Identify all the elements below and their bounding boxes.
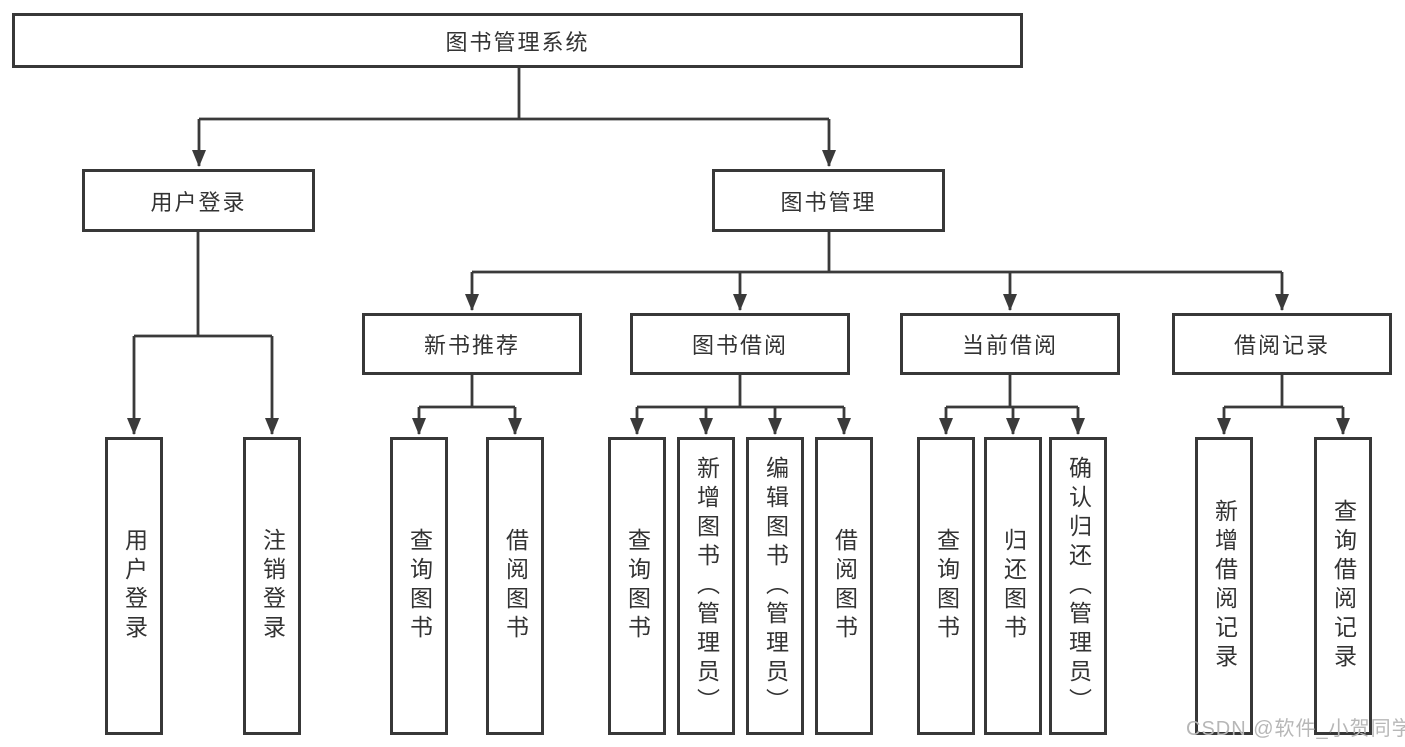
leaf-edit-book-admin: 编辑图书（管理员） <box>746 437 804 735</box>
leaf-borrow-book-2: 借阅图书 <box>815 437 873 735</box>
leaf-add-borrow-record: 新增借阅记录 <box>1195 437 1253 735</box>
node-root-label: 图书管理系统 <box>445 29 590 55</box>
connector-current-borrow-split <box>946 375 1078 409</box>
node-borrow-record-label: 借阅记录 <box>1233 333 1330 358</box>
node-borrow-record: 借阅记录 <box>1172 313 1392 375</box>
leaf-add-borrow-record-label: 新增借阅记录 <box>1211 499 1238 673</box>
leaf-user-login: 用户登录 <box>105 437 163 735</box>
node-current-borrow-label: 当前借阅 <box>961 333 1058 358</box>
connector-new-book-split <box>419 375 515 409</box>
leaf-return-book-label: 归还图书 <box>1000 528 1027 644</box>
node-new-book-rec-label: 新书推荐 <box>423 333 520 358</box>
node-user-login-label: 用户登录 <box>150 189 247 215</box>
node-book-mgmt: 图书管理 <box>712 169 945 232</box>
connector-user-login-split <box>134 232 272 338</box>
leaf-query-borrow-record: 查询借阅记录 <box>1314 437 1372 735</box>
leaf-query-book-3: 查询图书 <box>917 437 975 735</box>
leaf-query-book-3-label: 查询图书 <box>933 528 960 644</box>
leaf-logout: 注销登录 <box>243 437 301 735</box>
leaf-borrow-book-2-label: 借阅图书 <box>831 528 858 644</box>
leaf-confirm-return-admin: 确认归还（管理员） <box>1049 437 1107 735</box>
leaf-query-book-1: 查询图书 <box>390 437 448 735</box>
leaf-confirm-return-admin-label: 确认归还（管理员） <box>1065 455 1092 717</box>
csdn-watermark: CSDN @软件_小贺同学 <box>1186 718 1405 740</box>
node-user-login: 用户登录 <box>82 169 315 232</box>
leaf-return-book: 归还图书 <box>984 437 1042 735</box>
node-book-mgmt-label: 图书管理 <box>780 189 877 215</box>
leaf-logout-label: 注销登录 <box>259 528 286 644</box>
node-book-borrow-label: 图书借阅 <box>691 333 788 358</box>
leaf-user-login-label: 用户登录 <box>121 528 148 644</box>
leaf-query-book-2: 查询图书 <box>608 437 666 735</box>
leaf-borrow-book-1: 借阅图书 <box>486 437 544 735</box>
node-book-borrow: 图书借阅 <box>630 313 850 375</box>
connector-book-mgmt-split <box>472 232 1282 274</box>
connector-book-borrow-split <box>637 375 844 409</box>
leaf-edit-book-admin-label: 编辑图书（管理员） <box>762 455 789 717</box>
leaf-query-borrow-record-label: 查询借阅记录 <box>1330 499 1357 673</box>
connector-borrow-record-split <box>1224 375 1343 409</box>
leaf-add-book-admin: 新增图书（管理员） <box>677 437 735 735</box>
leaf-query-book-2-label: 查询图书 <box>624 528 651 644</box>
leaf-borrow-book-1-label: 借阅图书 <box>502 528 529 644</box>
connector-root-split <box>199 68 829 121</box>
node-current-borrow: 当前借阅 <box>900 313 1120 375</box>
node-root: 图书管理系统 <box>12 13 1023 68</box>
leaf-query-book-1-label: 查询图书 <box>406 528 433 644</box>
node-new-book-rec: 新书推荐 <box>362 313 582 375</box>
leaf-add-book-admin-label: 新增图书（管理员） <box>693 455 720 717</box>
